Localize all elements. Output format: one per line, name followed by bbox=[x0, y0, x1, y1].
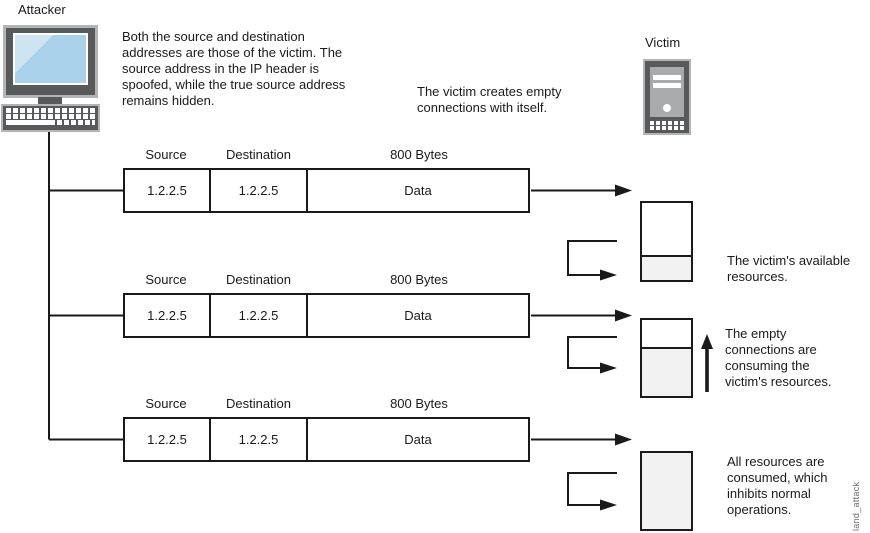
loopback-arrow-2 bbox=[567, 336, 617, 369]
resource-used-fill bbox=[642, 346, 691, 396]
server-vent-grid bbox=[650, 120, 684, 130]
bytes-header: 800 Bytes bbox=[390, 272, 448, 287]
caption-line: consumed, which bbox=[727, 470, 828, 485]
spacebar-key bbox=[6, 120, 55, 125]
packet-row: 1.2.2.5 1.2.2.5 Data bbox=[123, 293, 530, 338]
resource-box-consuming bbox=[640, 318, 693, 398]
attacker-label: Attacker bbox=[18, 2, 66, 17]
destination-header: Destination bbox=[225, 272, 292, 287]
keyboard-row bbox=[6, 114, 95, 119]
source-header: Source bbox=[145, 396, 187, 411]
keyboard-icon bbox=[1, 104, 100, 132]
packet-headers: Source Destination 800 Bytes bbox=[123, 272, 530, 287]
packet-row: 1.2.2.5 1.2.2.5 Data bbox=[123, 417, 530, 462]
arrowhead-icon bbox=[615, 433, 632, 446]
destination-header: Destination bbox=[225, 147, 292, 162]
destination-header: Destination bbox=[225, 396, 292, 411]
arrowhead-icon bbox=[615, 184, 632, 197]
watermark-label: land_attack bbox=[851, 481, 861, 531]
monitor-stand bbox=[38, 97, 62, 105]
bytes-header: 800 Bytes bbox=[390, 396, 448, 411]
arrowhead-icon bbox=[600, 499, 617, 511]
monitor-screen bbox=[13, 33, 88, 85]
loopback-arrow-1 bbox=[567, 240, 617, 276]
note-line: The victim creates empty bbox=[417, 84, 562, 99]
keyboard-row bbox=[6, 108, 95, 113]
note-line: Both the source and destination bbox=[122, 29, 305, 44]
caption-line: connections are bbox=[725, 342, 817, 357]
note-line: source address in the IP header is bbox=[122, 61, 320, 76]
vent-row bbox=[650, 126, 684, 130]
bytes-header: 800 Bytes bbox=[390, 147, 448, 162]
destination-address-cell: 1.2.2.5 bbox=[209, 295, 308, 336]
source-address-cell: 1.2.2.5 bbox=[147, 183, 187, 198]
source-address-cell: 1.2.2.5 bbox=[147, 308, 187, 323]
data-cell: Data bbox=[404, 432, 432, 447]
resource-used-fill bbox=[642, 453, 691, 529]
caption-line: The empty bbox=[725, 326, 787, 341]
caption-line: consuming the bbox=[725, 358, 810, 373]
source-address-cell: 1.2.2.5 bbox=[147, 432, 187, 447]
victim-label: Victim bbox=[645, 35, 681, 50]
source-header: Source bbox=[145, 272, 187, 287]
victim-server-icon bbox=[643, 59, 691, 135]
server-drive-bay bbox=[653, 75, 681, 80]
consumption-up-arrow-icon bbox=[701, 334, 713, 392]
source-header: Source bbox=[145, 147, 187, 162]
server-power-button bbox=[663, 104, 671, 112]
data-cell: Data bbox=[404, 183, 432, 198]
vent-row bbox=[650, 121, 684, 125]
resource-used-fill bbox=[642, 254, 691, 280]
loopback-arrow-3 bbox=[567, 472, 617, 506]
packet-row: 1.2.2.5 1.2.2.5 Data bbox=[123, 168, 530, 213]
note-line: addresses are those of the victim. The bbox=[122, 45, 343, 60]
caption-line: The victim's available bbox=[727, 253, 851, 268]
packet-headers: Source Destination 800 Bytes bbox=[123, 396, 530, 411]
caption-line: All resources are bbox=[727, 454, 825, 469]
consuming-resources-caption: The empty connections are consuming the … bbox=[725, 326, 832, 390]
destination-address-cell: 1.2.2.5 bbox=[209, 170, 308, 211]
self-connection-note: The victim creates empty connections wit… bbox=[417, 84, 562, 116]
monitor-icon bbox=[3, 25, 98, 98]
caption-line: victim's resources. bbox=[725, 374, 832, 389]
arrowhead-icon bbox=[600, 362, 617, 374]
server-panel bbox=[650, 67, 684, 117]
keyboard-row bbox=[56, 120, 95, 125]
caption-line: operations. bbox=[727, 502, 792, 517]
destination-address-cell: 1.2.2.5 bbox=[209, 419, 308, 460]
spoof-explanation-note: Both the source and destination addresse… bbox=[122, 29, 345, 109]
arrowhead-icon bbox=[615, 309, 632, 322]
consumed-resources-caption: All resources are consumed, which inhibi… bbox=[727, 454, 827, 518]
caption-line: resources. bbox=[727, 269, 788, 284]
note-line: spoofed, while the true source address bbox=[122, 77, 346, 92]
available-resources-caption: The victim's available resources. bbox=[727, 253, 850, 285]
data-cell: Data bbox=[404, 308, 432, 323]
caption-line: inhibits normal bbox=[727, 486, 811, 501]
resource-box-consumed bbox=[640, 451, 693, 531]
keyboard-row bbox=[6, 120, 95, 125]
resource-box-available bbox=[640, 201, 693, 282]
packet-headers: Source Destination 800 Bytes bbox=[123, 147, 530, 162]
note-line: connections with itself. bbox=[417, 100, 548, 115]
server-drive-bay bbox=[653, 83, 681, 88]
note-line: remains hidden. bbox=[122, 93, 215, 108]
arrowhead-icon bbox=[600, 269, 617, 281]
